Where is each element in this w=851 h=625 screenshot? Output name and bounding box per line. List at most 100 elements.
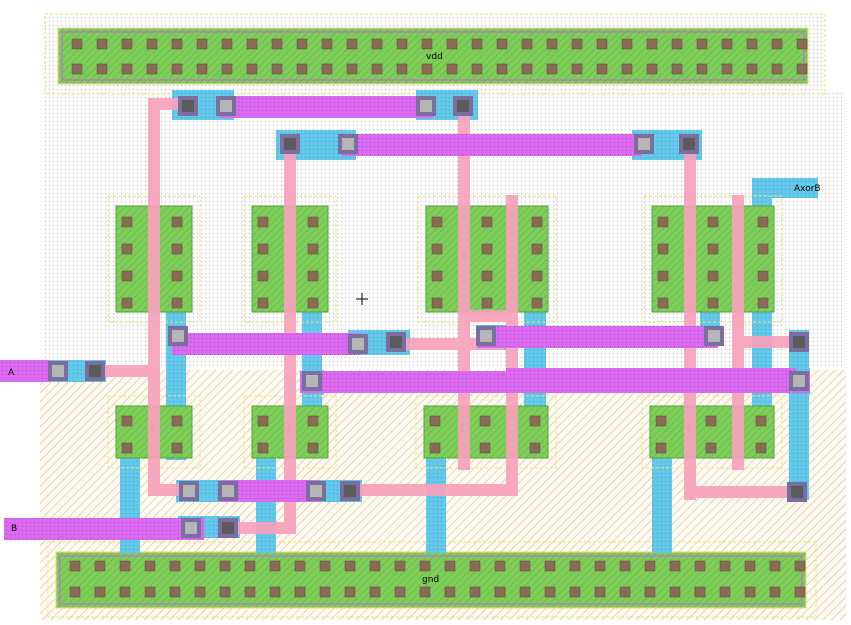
diffusion-contact — [121, 270, 133, 282]
diffusion-contact — [257, 442, 269, 454]
gnd-contact — [569, 586, 581, 598]
vdd-contact — [196, 63, 208, 75]
gnd-label: gnd — [422, 575, 439, 585]
gnd-contact — [219, 560, 231, 572]
gnd-contact — [294, 586, 306, 598]
diffusion-contact — [479, 415, 491, 427]
vdd-contact — [71, 38, 83, 50]
vdd-contact — [246, 63, 258, 75]
diffusion-contact — [657, 216, 669, 228]
diffusion-contact — [121, 297, 133, 309]
diffusion-contact — [655, 442, 667, 454]
diffusion-contact — [757, 297, 769, 309]
vdd-contact — [171, 38, 183, 50]
vdd-contact — [796, 38, 808, 50]
via-core — [344, 485, 356, 497]
vdd-contact — [621, 38, 633, 50]
vdd-contact — [221, 38, 233, 50]
gnd-contact — [244, 560, 256, 572]
vdd-contact — [346, 63, 358, 75]
gnd-contact — [544, 586, 556, 598]
via-core — [420, 100, 432, 112]
vdd-contact — [196, 38, 208, 50]
gnd-contact — [319, 560, 331, 572]
gnd-contact — [694, 586, 706, 598]
vdd-contact — [721, 63, 733, 75]
via-core — [183, 485, 195, 497]
vdd-contact — [671, 38, 683, 50]
gnd-contact — [769, 560, 781, 572]
diffusion-contact — [529, 415, 541, 427]
via-core — [222, 522, 234, 534]
via-core — [284, 138, 296, 150]
vdd-contact — [446, 38, 458, 50]
vdd-contact — [521, 38, 533, 50]
vdd-contact — [446, 63, 458, 75]
gnd-contact — [494, 586, 506, 598]
diffusion-contact — [171, 297, 183, 309]
pin-b-label[interactable]: B — [11, 524, 17, 534]
gnd-contact — [119, 560, 131, 572]
diffusion-contact — [657, 297, 669, 309]
vdd-contact — [96, 63, 108, 75]
diffusion-contact — [121, 415, 133, 427]
gnd-contact — [569, 560, 581, 572]
via-core — [793, 375, 805, 387]
vdd-contact — [321, 38, 333, 50]
pin-axorb-label[interactable]: AxorB — [794, 184, 821, 194]
gnd-contact — [444, 560, 456, 572]
vdd-contact — [346, 38, 358, 50]
vdd-contact — [671, 63, 683, 75]
vdd-contact — [571, 38, 583, 50]
metal2-layer — [0, 96, 810, 540]
origin-crosshair — [356, 293, 368, 305]
diffusion-contact — [657, 243, 669, 255]
via-core — [310, 485, 322, 497]
vdd-contact — [171, 63, 183, 75]
vdd-contact — [721, 38, 733, 50]
gnd-contact — [94, 560, 106, 572]
gnd-contact — [344, 586, 356, 598]
poly-layer — [100, 98, 800, 534]
vdd-contact — [271, 63, 283, 75]
gnd-contact — [394, 586, 406, 598]
gnd-contact — [619, 586, 631, 598]
via-core — [390, 336, 402, 348]
vdd-contact — [471, 63, 483, 75]
vdd-contact — [696, 38, 708, 50]
via-core — [52, 365, 64, 377]
via-core — [480, 330, 492, 342]
vdd-contact — [746, 63, 758, 75]
diffusion-contact — [481, 243, 493, 255]
gnd-contact — [719, 560, 731, 572]
vdd-contact — [271, 38, 283, 50]
vdd-contact — [396, 63, 408, 75]
vdd-contact — [596, 63, 608, 75]
via-core — [791, 486, 803, 498]
diffusion-contact — [171, 415, 183, 427]
vdd-contact — [121, 38, 133, 50]
diffusion-contact — [307, 415, 319, 427]
vdd-contact — [471, 38, 483, 50]
diffusion-contact — [121, 216, 133, 228]
pin-a-label[interactable]: A — [8, 368, 15, 378]
diffusion-contact — [171, 243, 183, 255]
gnd-contact — [594, 586, 606, 598]
gnd-contact — [769, 586, 781, 598]
diffusion-contact — [657, 270, 669, 282]
vdd-contact — [696, 63, 708, 75]
diffusion-contact — [307, 297, 319, 309]
vdd-contact — [96, 38, 108, 50]
via-core — [708, 330, 720, 342]
vdd-contact — [71, 63, 83, 75]
gnd-contact — [644, 586, 656, 598]
via-core — [89, 365, 101, 377]
diffusion-contact — [307, 243, 319, 255]
diffusion-contact — [431, 243, 443, 255]
gnd-contact — [194, 586, 206, 598]
vdd-contact — [646, 63, 658, 75]
gnd-contact — [494, 560, 506, 572]
vdd-contact — [596, 38, 608, 50]
diffusion-contact — [529, 442, 541, 454]
